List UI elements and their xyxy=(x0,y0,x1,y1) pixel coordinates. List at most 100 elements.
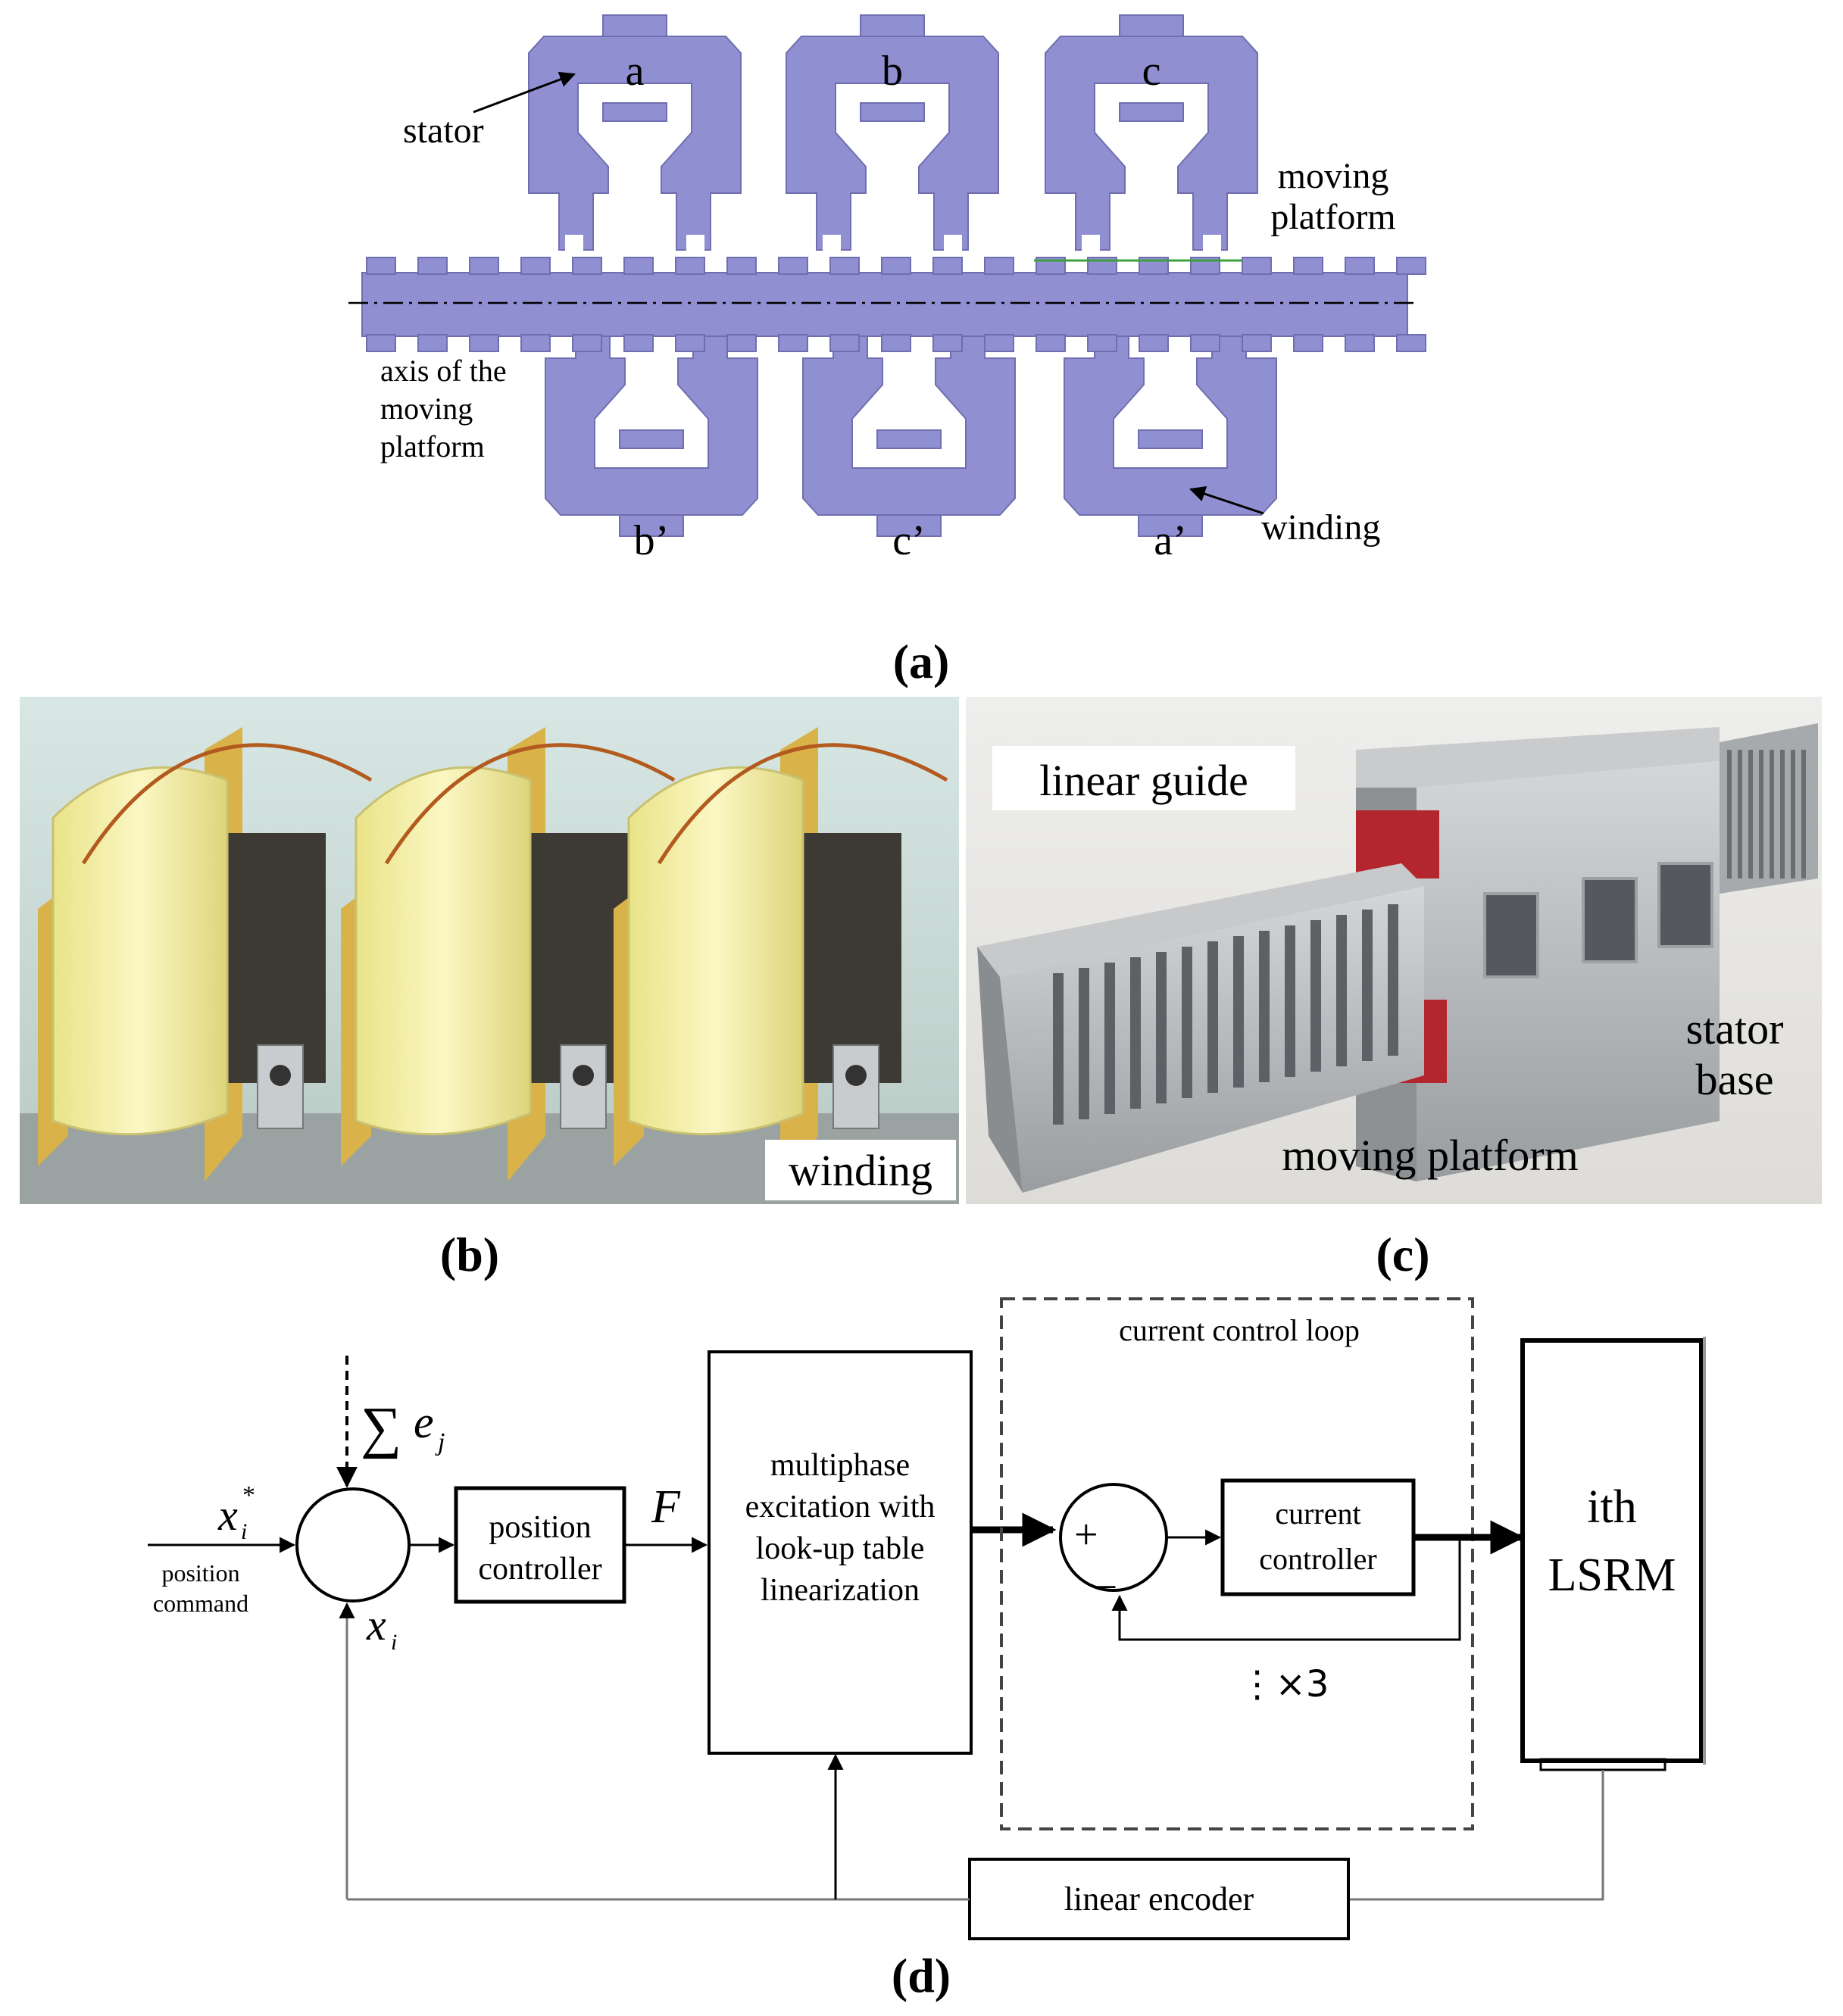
excitation-block-box xyxy=(708,1350,973,1755)
feedback-variable: x xyxy=(366,1600,386,1649)
mover-tooth-upper xyxy=(675,257,705,275)
mover-tooth-upper xyxy=(1345,257,1375,275)
core-stack-2 xyxy=(803,833,901,1083)
rear-slot xyxy=(1780,750,1785,878)
winding-modules xyxy=(38,727,948,1181)
winding-slot-upper-1 xyxy=(860,102,925,122)
stator-tooth-gap-upper-1 xyxy=(823,235,841,257)
linear-encoder-label: linear encoder xyxy=(1064,1880,1254,1918)
stator-arrow xyxy=(473,71,576,114)
winding-slot-upper-2 xyxy=(1119,102,1184,122)
caption-b: (b) xyxy=(440,1228,499,1281)
label-axis-line2: moving xyxy=(380,392,473,426)
label-stator: stator xyxy=(403,111,484,151)
mover-tooth-upper xyxy=(726,257,757,275)
current-controller-line1: current xyxy=(1275,1496,1360,1531)
mover-tooth-lower xyxy=(726,334,757,352)
lsrm-label-line1: ith xyxy=(1587,1481,1636,1533)
sum-symbol: ∑ xyxy=(361,1396,401,1459)
platform-slot xyxy=(1388,904,1398,1056)
mover-tooth-lower xyxy=(829,334,860,352)
platform-slot xyxy=(1285,925,1295,1077)
mover-tooth-upper xyxy=(366,257,396,275)
mover-tooth-upper xyxy=(1396,257,1426,275)
mover-tooth-upper xyxy=(1293,257,1323,275)
phase-label-a-prime: a’ xyxy=(1154,517,1187,564)
rear-slot xyxy=(1801,750,1806,878)
stator-tooth-gap-upper-0 xyxy=(626,235,644,257)
lsrm-label-line2: LSRM xyxy=(1548,1549,1676,1601)
mover-tooth-lower xyxy=(572,334,602,352)
input-label-line1: position xyxy=(161,1559,239,1587)
mover-tooth-upper xyxy=(623,257,654,275)
rear-slot xyxy=(1748,750,1753,878)
winding-slot-lower-2 xyxy=(1138,429,1203,449)
label-moving-platform-line2: platform xyxy=(1270,197,1395,237)
lead-wire-1 xyxy=(384,743,676,865)
mover-tooth-lower xyxy=(1139,334,1169,352)
platform-slot xyxy=(1207,941,1218,1093)
stator-tooth-gap-upper-1 xyxy=(944,235,962,257)
stator-tab-upper-0 xyxy=(602,14,667,37)
stator-window-2 xyxy=(1657,862,1713,948)
photo-c-label-stator-line2: base xyxy=(1695,1055,1773,1104)
minus-sign: _ xyxy=(1093,1546,1116,1593)
stator-core-upper-1 xyxy=(786,36,999,251)
stator-tab-lower-1 xyxy=(876,514,942,537)
phase-label-b: b xyxy=(882,48,903,95)
core-stack-1 xyxy=(530,833,629,1083)
mover-tooth-lower xyxy=(1190,334,1220,352)
mover-tooth-lower xyxy=(984,334,1014,352)
feedback-subscript: i xyxy=(391,1630,397,1655)
mover-tooth-lower xyxy=(675,334,705,352)
platform-slot xyxy=(1079,968,1089,1119)
stator-tab-lower-0 xyxy=(619,514,684,537)
photo-c-label-linear-guide: linear guide xyxy=(1039,756,1248,805)
stator-tab-upper-2 xyxy=(1119,14,1184,37)
rear-rail-slots xyxy=(1727,750,1806,878)
stator-tooth-gap-upper-0 xyxy=(565,235,583,257)
moving-platform-slots xyxy=(1053,904,1398,1125)
position-controller-line2: controller xyxy=(478,1552,601,1587)
winding-slot-lower-0 xyxy=(619,429,684,449)
panel-d-control-diagram xyxy=(148,1297,1706,1940)
sum-variable: e xyxy=(414,1397,434,1447)
clamp-1 xyxy=(560,1044,607,1129)
lead-wire-2 xyxy=(657,743,948,865)
phase-label-a: a xyxy=(626,48,645,95)
core-stack-0 xyxy=(227,833,326,1083)
input-subscript: i xyxy=(241,1519,247,1544)
phase-label-b-prime: b’ xyxy=(634,517,670,564)
summing-junction xyxy=(295,1487,411,1603)
stator-core-upper-2 xyxy=(1045,36,1258,251)
phase-label-c: c xyxy=(1142,48,1161,95)
platform-slot xyxy=(1053,973,1064,1125)
mover-tooth-lower xyxy=(1293,334,1323,352)
lsrm-block xyxy=(1520,1338,1704,1763)
platform-slot xyxy=(1310,920,1321,1072)
lead-wire-0 xyxy=(81,743,373,865)
label-axis-line1: axis of the xyxy=(380,354,507,388)
position-controller-line1: position xyxy=(489,1510,591,1545)
mover-tooth-lower xyxy=(1036,334,1066,352)
excitation-line2: excitation with xyxy=(745,1490,936,1524)
clamp-bolt-2 xyxy=(845,1065,867,1086)
input-variable: x xyxy=(217,1490,238,1540)
current-feedback-path xyxy=(1111,1537,1461,1641)
platform-slot xyxy=(1259,931,1270,1082)
mover-tooth-lower xyxy=(623,334,654,352)
stator-tooth-gap-upper-2 xyxy=(1142,235,1160,257)
stator-core-upper-0 xyxy=(528,36,742,251)
winding-arrow xyxy=(1189,486,1264,515)
plus-sign: + xyxy=(1074,1512,1098,1559)
platform-slot xyxy=(1233,936,1244,1088)
panel-d-labels: ∑ e j x * i position command x i positio… xyxy=(153,1313,1676,2002)
label-winding: winding xyxy=(1261,507,1380,548)
mover-tooth-upper xyxy=(520,257,551,275)
coil-2 xyxy=(627,766,804,1136)
force-label: F xyxy=(651,1481,681,1533)
mover-tooth-lower xyxy=(881,334,911,352)
mover-tooth-upper xyxy=(829,257,860,275)
rear-slot xyxy=(1738,750,1742,878)
